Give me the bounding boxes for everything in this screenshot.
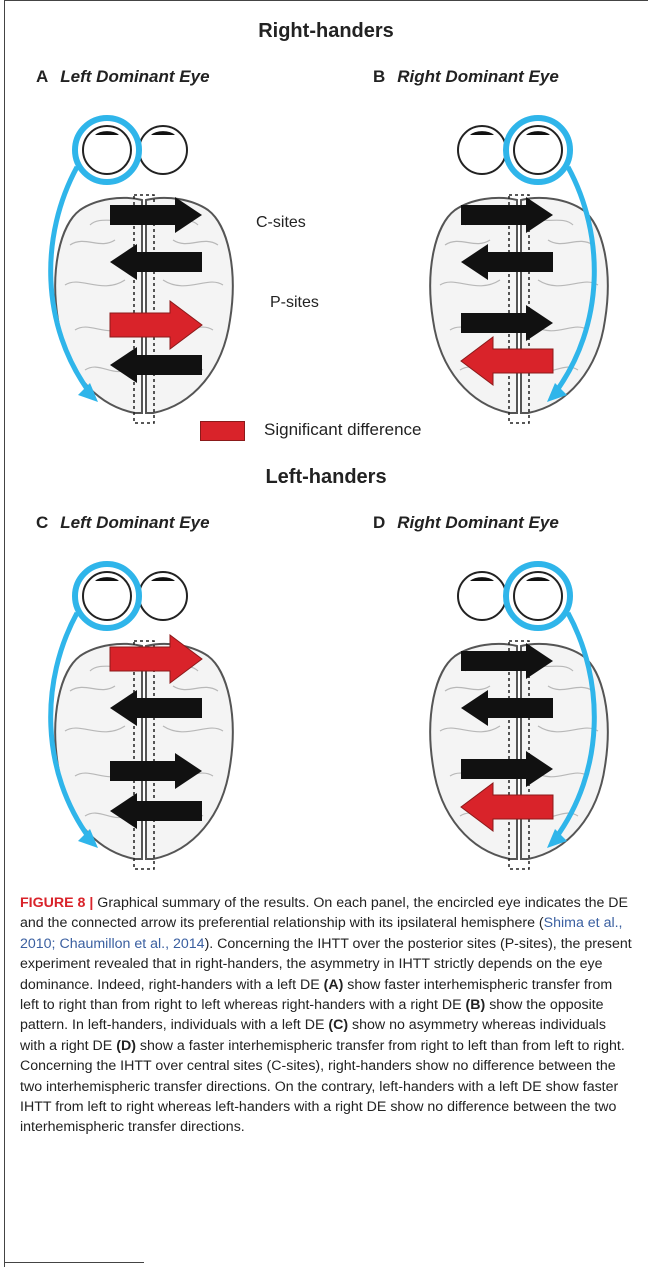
brain-outline <box>430 644 608 859</box>
eye-left <box>458 572 506 620</box>
panel-d-diagram <box>405 541 605 861</box>
caption-panel-ref-b: (B) <box>466 997 486 1013</box>
eye-left <box>83 126 131 174</box>
section-title-left-handers: Left-handers <box>0 466 652 489</box>
figure-caption: FIGURE 8 | Graphical summary of the resu… <box>20 893 632 1138</box>
panel-title-b: Right Dominant Eye <box>397 67 559 86</box>
panel-b-diagram <box>405 95 605 415</box>
panel-label-b: B Right Dominant Eye <box>373 67 559 87</box>
panel-title-a: Left Dominant Eye <box>60 67 209 86</box>
p-sites-label: P-sites <box>270 294 319 312</box>
panel-a-diagram <box>30 95 230 415</box>
legend-label: Significant difference <box>264 420 422 440</box>
section-title-right-handers: Right-handers <box>0 20 652 43</box>
eye-left <box>458 126 506 174</box>
caption-panel-ref-d: (D) <box>116 1038 136 1054</box>
brain-outline <box>430 198 608 413</box>
panel-label-d: D Right Dominant Eye <box>373 513 559 533</box>
frame-top-border <box>4 0 648 1</box>
panel-letter-b: B <box>373 67 385 86</box>
caption-panel-ref-a: (A) <box>324 977 344 993</box>
panel-letter-d: D <box>373 513 385 532</box>
eye-right <box>514 572 562 620</box>
eye-right <box>139 572 187 620</box>
panel-label-a: A Left Dominant Eye <box>36 67 210 87</box>
c-sites-label: C-sites <box>256 214 306 232</box>
panel-title-d: Right Dominant Eye <box>397 513 559 532</box>
panel-letter-c: C <box>36 513 48 532</box>
frame-bottom-border <box>4 1262 144 1263</box>
panel-letter-a: A <box>36 67 48 86</box>
eye-right <box>514 126 562 174</box>
caption-text-1: Graphical summary of the results. On eac… <box>20 895 628 931</box>
caption-figure-label: FIGURE 8 | <box>20 895 93 911</box>
eye-right <box>139 126 187 174</box>
panel-title-c: Left Dominant Eye <box>60 513 209 532</box>
legend-swatch <box>200 421 245 441</box>
eye-left <box>83 572 131 620</box>
frame-left-border <box>4 0 5 1267</box>
caption-panel-ref-c: (C) <box>328 1017 348 1033</box>
panel-label-c: C Left Dominant Eye <box>36 513 210 533</box>
panel-c-diagram <box>30 541 230 861</box>
